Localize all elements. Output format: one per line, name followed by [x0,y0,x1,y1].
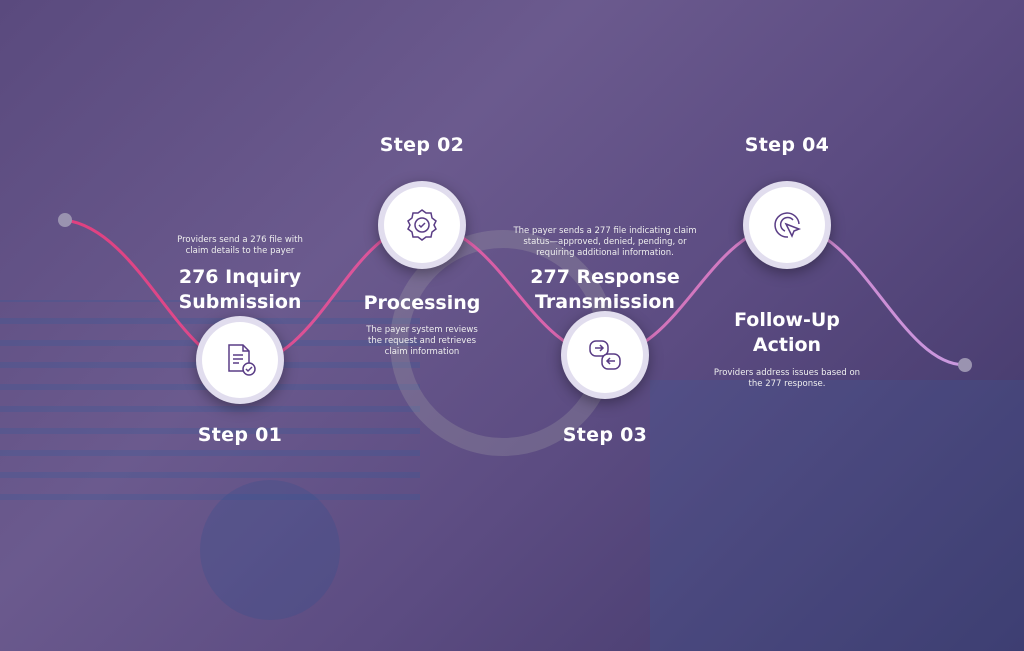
step-02-label: Step 02 [379,134,465,156]
exchange-arrows-icon [589,340,621,370]
step-02-circle [378,181,466,269]
cursor-click-icon [774,212,802,238]
step-03-label: Step 03 [562,424,648,446]
step-03-circle [561,311,649,399]
step-04-circle [743,181,831,269]
step-03-description: The payer sends a 277 file indicating cl… [513,226,697,258]
document-check-icon [228,344,256,376]
step-02-title: Processing [363,292,481,314]
step-01-label: Step 01 [197,424,283,446]
step-04-label: Step 04 [744,134,830,156]
curve-end-dot [958,358,972,372]
badge-check-icon [407,209,437,241]
step-01-circle [196,316,284,404]
curve-start-dot [58,213,72,227]
